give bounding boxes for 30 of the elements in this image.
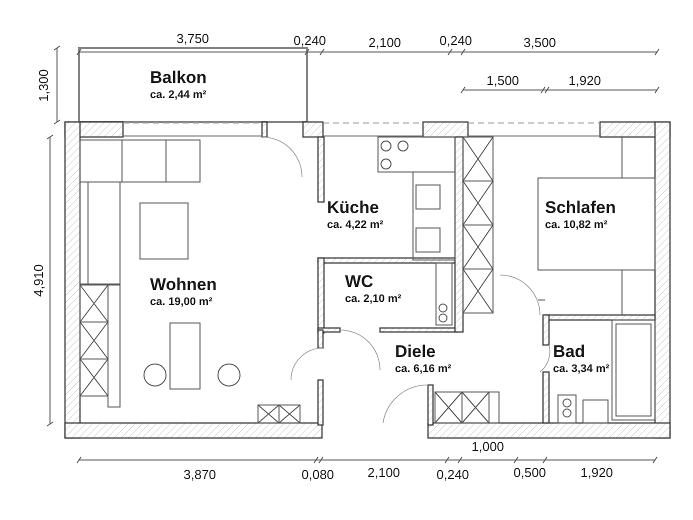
dimension-label: 2,100 bbox=[368, 464, 400, 480]
dimension-label: 0,240 bbox=[436, 466, 470, 482]
room-area: ca. 3,34 m² bbox=[553, 362, 610, 376]
room-area: ca. 2,44 m² bbox=[150, 88, 207, 102]
dimension-label: 3,750 bbox=[176, 30, 210, 46]
room-name: Bad bbox=[553, 342, 586, 362]
dimension-label: 0,240 bbox=[440, 32, 472, 48]
dimension-label: 0,080 bbox=[302, 466, 334, 482]
room-area: ca. 2,10 m² bbox=[345, 292, 402, 306]
room-area: ca. 19,00 m² bbox=[150, 295, 217, 309]
room-name: WC bbox=[345, 272, 374, 292]
dimension-label: 1,300 bbox=[35, 68, 50, 102]
dimension-label: 1,920 bbox=[568, 72, 602, 88]
room-name: Balkon bbox=[150, 68, 207, 88]
room-name: Schlafen bbox=[545, 198, 616, 218]
dimension-label: 3,500 bbox=[524, 34, 556, 50]
room-name: Küche bbox=[327, 198, 380, 218]
room-name: Wohnen bbox=[150, 275, 217, 295]
dimension-label: 1,920 bbox=[580, 464, 614, 480]
room-area: ca. 4,22 m² bbox=[327, 218, 384, 232]
dimension-label: 0,240 bbox=[294, 32, 326, 48]
dimension-label: 3,870 bbox=[184, 466, 216, 482]
dimension-label: 4,910 bbox=[30, 264, 46, 296]
room-area: ca. 10,82 m² bbox=[545, 218, 616, 232]
room-name: Diele bbox=[395, 342, 437, 362]
dimension-label: 0,500 bbox=[514, 464, 546, 480]
room-area: ca. 6,16 m² bbox=[395, 362, 452, 376]
dimension-label: 1,000 bbox=[472, 438, 504, 454]
dimension-label: 2,100 bbox=[368, 34, 402, 50]
dimension-label: 1,500 bbox=[486, 72, 520, 88]
